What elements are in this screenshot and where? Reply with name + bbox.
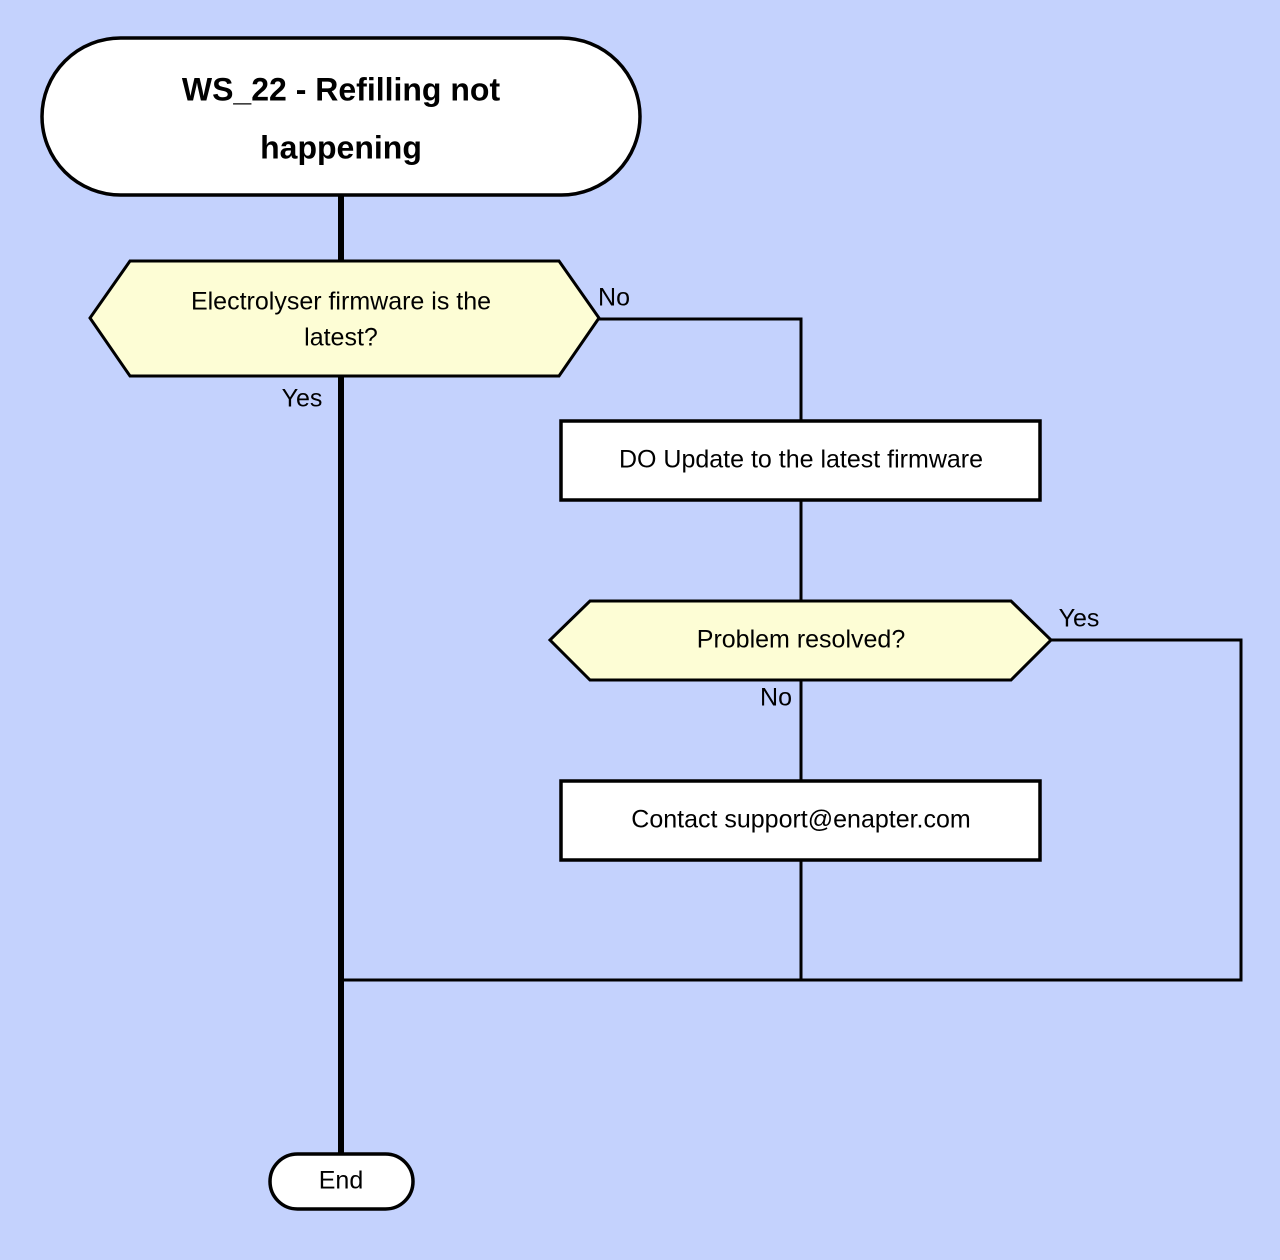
- start-node-label-line1: WS_22 - Refilling not: [182, 71, 501, 107]
- process-contact-shape: [559, 779, 1042, 862]
- edge-label-resolved-no: No: [760, 684, 792, 712]
- decision-firmware-label-line1: Electrolyser firmware is the: [191, 288, 491, 316]
- edge-firmware-no-to-update: [590, 317, 803, 421]
- node-start[interactable]: WS_22 - Refilling not happening: [40, 36, 642, 197]
- node-process-contact[interactable]: Contact support@enapter.com: [559, 779, 1042, 862]
- node-end[interactable]: End: [268, 1152, 415, 1211]
- node-decision-firmware[interactable]: Electrolyser firmware is the latest?: [88, 259, 601, 378]
- end-node-shape: [268, 1152, 415, 1211]
- start-node-shape: [40, 36, 642, 197]
- node-decision-resolved[interactable]: Problem resolved?: [547, 599, 1054, 682]
- decision-resolved-shape: [547, 599, 1054, 682]
- edge-label-resolved-yes: Yes: [1059, 605, 1100, 633]
- decision-firmware-shape: [88, 259, 601, 378]
- start-node-label-line2: happening: [260, 129, 422, 165]
- decision-resolved-label: Problem resolved?: [697, 626, 905, 654]
- edge-label-firmware-no: No: [598, 284, 630, 312]
- end-node-label: End: [319, 1167, 363, 1195]
- edge-resolved-yes-to-merge: [341, 638, 1243, 982]
- process-update-label: DO Update to the latest firmware: [619, 446, 983, 474]
- node-process-update[interactable]: DO Update to the latest firmware: [559, 419, 1042, 502]
- process-contact-label: Contact support@enapter.com: [631, 806, 970, 834]
- decision-firmware-label-line2: latest?: [304, 324, 378, 352]
- process-update-shape: [559, 419, 1042, 502]
- edge-label-firmware-yes: Yes: [282, 385, 323, 413]
